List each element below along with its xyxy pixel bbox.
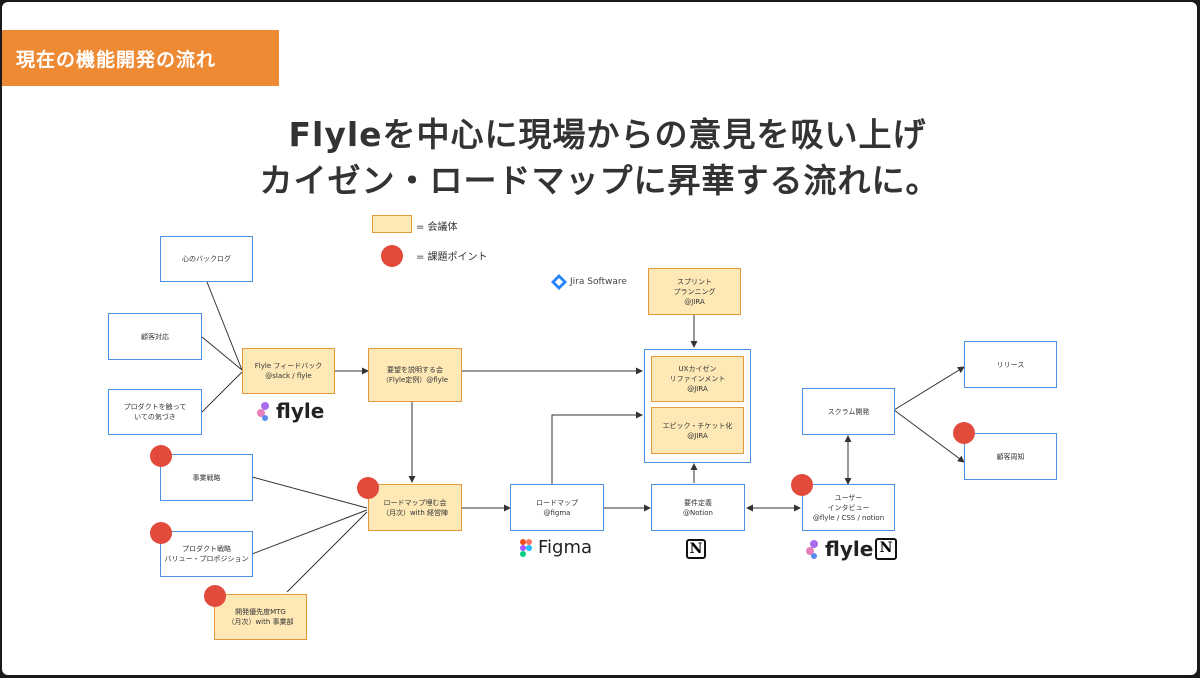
legend-meeting-label: = 会議体 bbox=[416, 222, 458, 233]
node-customer: 顧客対応 bbox=[108, 313, 202, 360]
jira-logo: Jira Software bbox=[551, 274, 627, 290]
issue-dot-product-strategy bbox=[150, 522, 172, 544]
node-business-strategy: 事業戦略 bbox=[160, 454, 253, 501]
node-roadmap: ロードマップ @figma bbox=[510, 484, 604, 531]
issue-dot-roadmap-meeting bbox=[357, 477, 379, 499]
headline-line-2: カイゼン・ロードマップに昇華する流れに。 bbox=[259, 161, 940, 200]
legend-issue-label: = 課題ポイント bbox=[416, 252, 488, 263]
notion-logo-icon: N bbox=[686, 539, 706, 559]
issue-dot-business bbox=[150, 445, 172, 467]
node-backlog: 心のバックログ bbox=[160, 236, 253, 282]
node-notify: 顧客周知 bbox=[964, 433, 1057, 480]
flyle-logo-2: flyle bbox=[805, 537, 873, 561]
flyle-logo: flyle bbox=[256, 399, 324, 423]
jira-group bbox=[644, 349, 751, 463]
node-sprint-planning: スプリント プランニング @JIRA bbox=[648, 268, 741, 315]
node-release: リリース bbox=[964, 341, 1057, 388]
node-product-strategy: プロダクト戦略 バリュー・プロポジション bbox=[160, 531, 253, 577]
notion-logo-icon-2: N bbox=[875, 538, 897, 560]
line-business-roadmapmtg bbox=[251, 476, 368, 509]
legend-issue-dot bbox=[381, 245, 403, 267]
node-product-use: プロダクトを触って いての気づき bbox=[108, 389, 202, 435]
node-ux-kaizen: UXカイゼン リファインメント @JIRA bbox=[651, 356, 744, 402]
line-strategy-roadmapmtg bbox=[251, 509, 368, 555]
node-roadmap-meeting: ロードマップ埋む会 （月次）with 経営陣 bbox=[368, 484, 462, 531]
line-product-feedback bbox=[201, 371, 243, 413]
jira-mark-icon bbox=[551, 274, 567, 290]
node-request-meeting: 要望を説明する会 （Flyle定例）@flyle bbox=[368, 348, 462, 402]
line-customer-feedback bbox=[201, 336, 243, 371]
section-tag: 現在の機能開発の流れ bbox=[2, 30, 279, 86]
figma-logo: Figma bbox=[520, 537, 592, 558]
flyle-mark-icon bbox=[806, 540, 818, 559]
node-interview: ユーザー インタビュー @flyle / CSS / notion bbox=[802, 484, 895, 531]
issue-dot-dev-priority bbox=[204, 585, 226, 607]
node-flyle-feedback: Flyle フィードバック @slack / flyle bbox=[242, 348, 335, 394]
line-roadmap-epic bbox=[551, 411, 643, 484]
legend-meeting-swatch bbox=[372, 215, 412, 233]
node-requirements: 要件定義 @Notion bbox=[651, 484, 745, 531]
figma-mark-icon bbox=[520, 538, 532, 557]
line-backlog-feedback bbox=[206, 281, 243, 371]
line-priority-roadmapmtg bbox=[286, 511, 368, 593]
line-scrum-notify bbox=[893, 409, 965, 463]
node-epic: エピック・チケット化 @JIRA bbox=[651, 407, 744, 454]
node-scrum: スクラム開発 bbox=[802, 388, 895, 435]
issue-dot-interview bbox=[791, 474, 813, 496]
node-dev-priority: 開発優先度MTG （月次）with 事業部 bbox=[214, 594, 307, 640]
issue-dot-notify bbox=[953, 422, 975, 444]
headline-line-1: Flyleを中心に現場からの意見を吸い上げ bbox=[288, 115, 927, 154]
line-scrum-release bbox=[893, 366, 965, 411]
flyle-mark-icon bbox=[257, 402, 269, 421]
